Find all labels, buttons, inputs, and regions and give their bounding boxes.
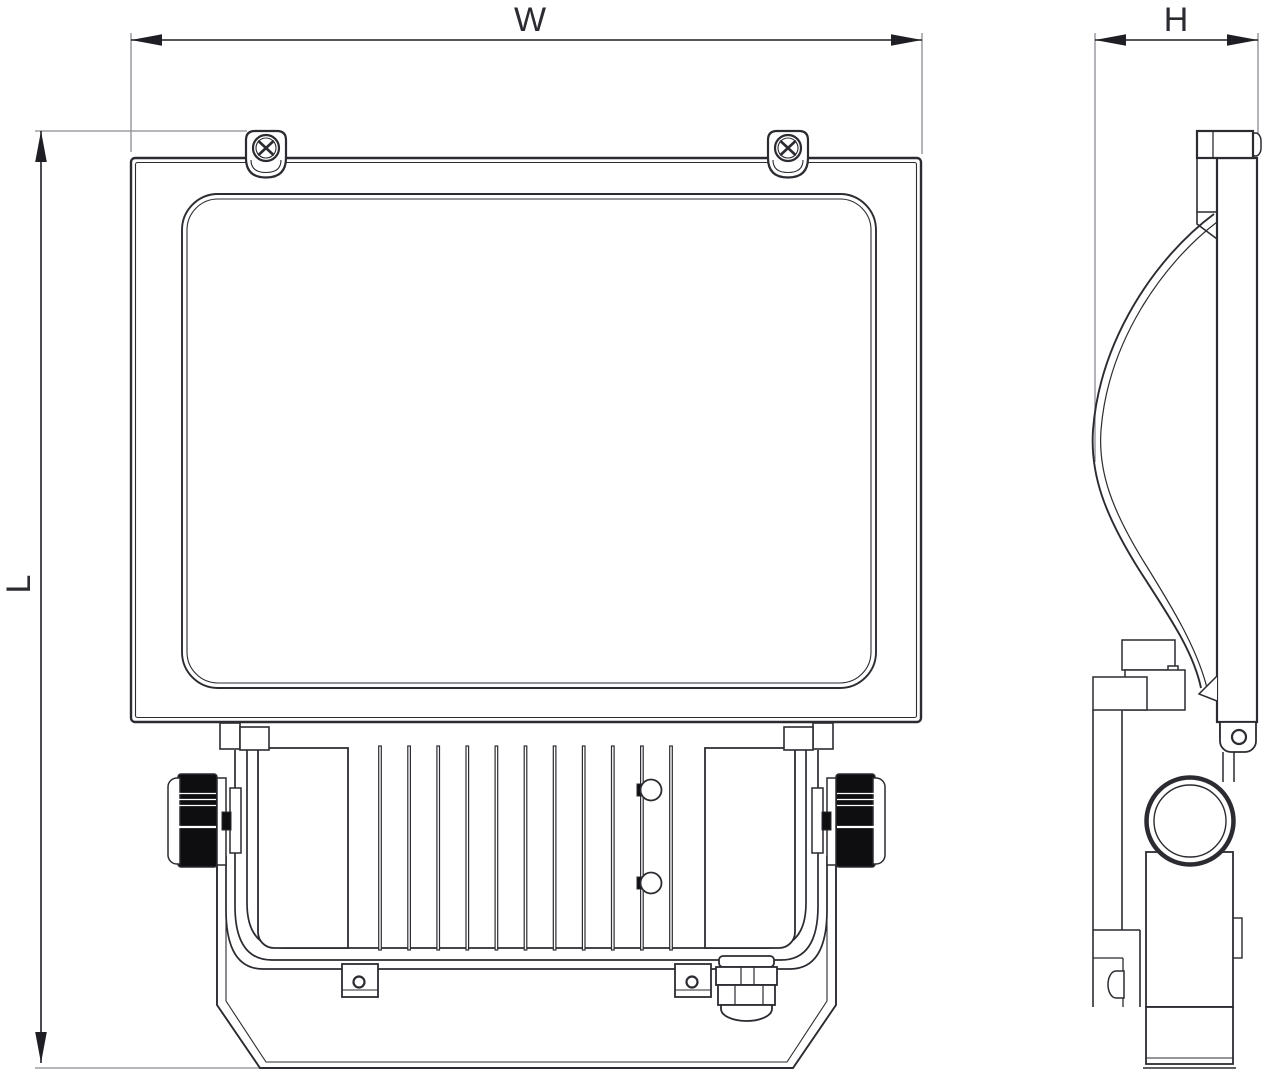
hinge-hole	[1230, 728, 1248, 746]
arrowhead-top	[35, 131, 47, 162]
mounting-foot	[340, 962, 380, 999]
knob-left	[167, 773, 242, 868]
side-hinge	[1219, 721, 1257, 959]
arrowhead-right	[891, 34, 922, 46]
arrowhead-left	[131, 34, 162, 46]
side-back-plate	[1215, 156, 1259, 724]
knob-body	[177, 773, 218, 868]
screw-tab-with-phillips-screw-icon	[244, 129, 288, 179]
side-bracket-arm	[1092, 710, 1141, 1007]
heatsink-fins	[378, 745, 673, 951]
fin-holes	[636, 778, 663, 895]
side-knob-and-foot	[1143, 775, 1236, 1069]
knob-body	[835, 773, 876, 868]
knob-knurling	[179, 792, 216, 829]
lens-latch	[1196, 211, 1218, 240]
side-view	[1091, 129, 1262, 1069]
heatsink-fin	[610, 745, 615, 951]
length-label: L	[0, 575, 38, 594]
bracket-screw	[1107, 970, 1125, 999]
heatsink-fin	[465, 745, 470, 951]
heatsink-fin	[407, 745, 411, 951]
fin-hole	[639, 871, 663, 895]
heatsink-fin	[523, 745, 528, 951]
side-top-tab	[1195, 129, 1262, 160]
side-foot	[1145, 1006, 1234, 1065]
side-lens-profile	[1091, 158, 1218, 702]
dimension-length: L	[0, 130, 262, 1069]
side-knob-block	[1145, 851, 1234, 1008]
driver-box-right	[704, 747, 796, 949]
lens-clip	[1197, 675, 1218, 702]
height-label: H	[1164, 1, 1189, 39]
fin-hole	[639, 778, 663, 802]
heatsink-fin	[436, 745, 441, 951]
side-knob-face	[1144, 775, 1236, 867]
heatsink-fin	[494, 745, 499, 951]
arrowhead-right	[1227, 34, 1258, 46]
knob-knurling	[837, 792, 874, 829]
heatsink-fin	[378, 745, 382, 951]
side-bracket-clamp	[1092, 639, 1186, 711]
front-view	[129, 129, 923, 1069]
width-label: W	[514, 1, 546, 39]
bracket-tabs	[219, 722, 834, 751]
screw-tab-with-phillips-screw-icon	[766, 129, 810, 179]
dimension-height: H	[1094, 1, 1259, 462]
knob-shaft	[221, 811, 232, 831]
knob-right	[811, 773, 886, 868]
dimension-width: W	[130, 1, 923, 154]
mounting-foot	[673, 962, 713, 999]
heatsink-fin	[669, 745, 673, 951]
driver-box-left	[257, 747, 349, 949]
glass-lens	[181, 193, 877, 689]
heatsink-fin	[581, 745, 586, 951]
heatsink-fin	[552, 745, 557, 951]
arrowhead-left	[1095, 34, 1126, 46]
arrowhead-bottom	[35, 1032, 47, 1063]
cable-gland	[715, 955, 778, 1022]
knob-shaft	[821, 811, 832, 831]
heatsink-fin	[639, 745, 644, 951]
base-plate	[216, 858, 837, 1069]
